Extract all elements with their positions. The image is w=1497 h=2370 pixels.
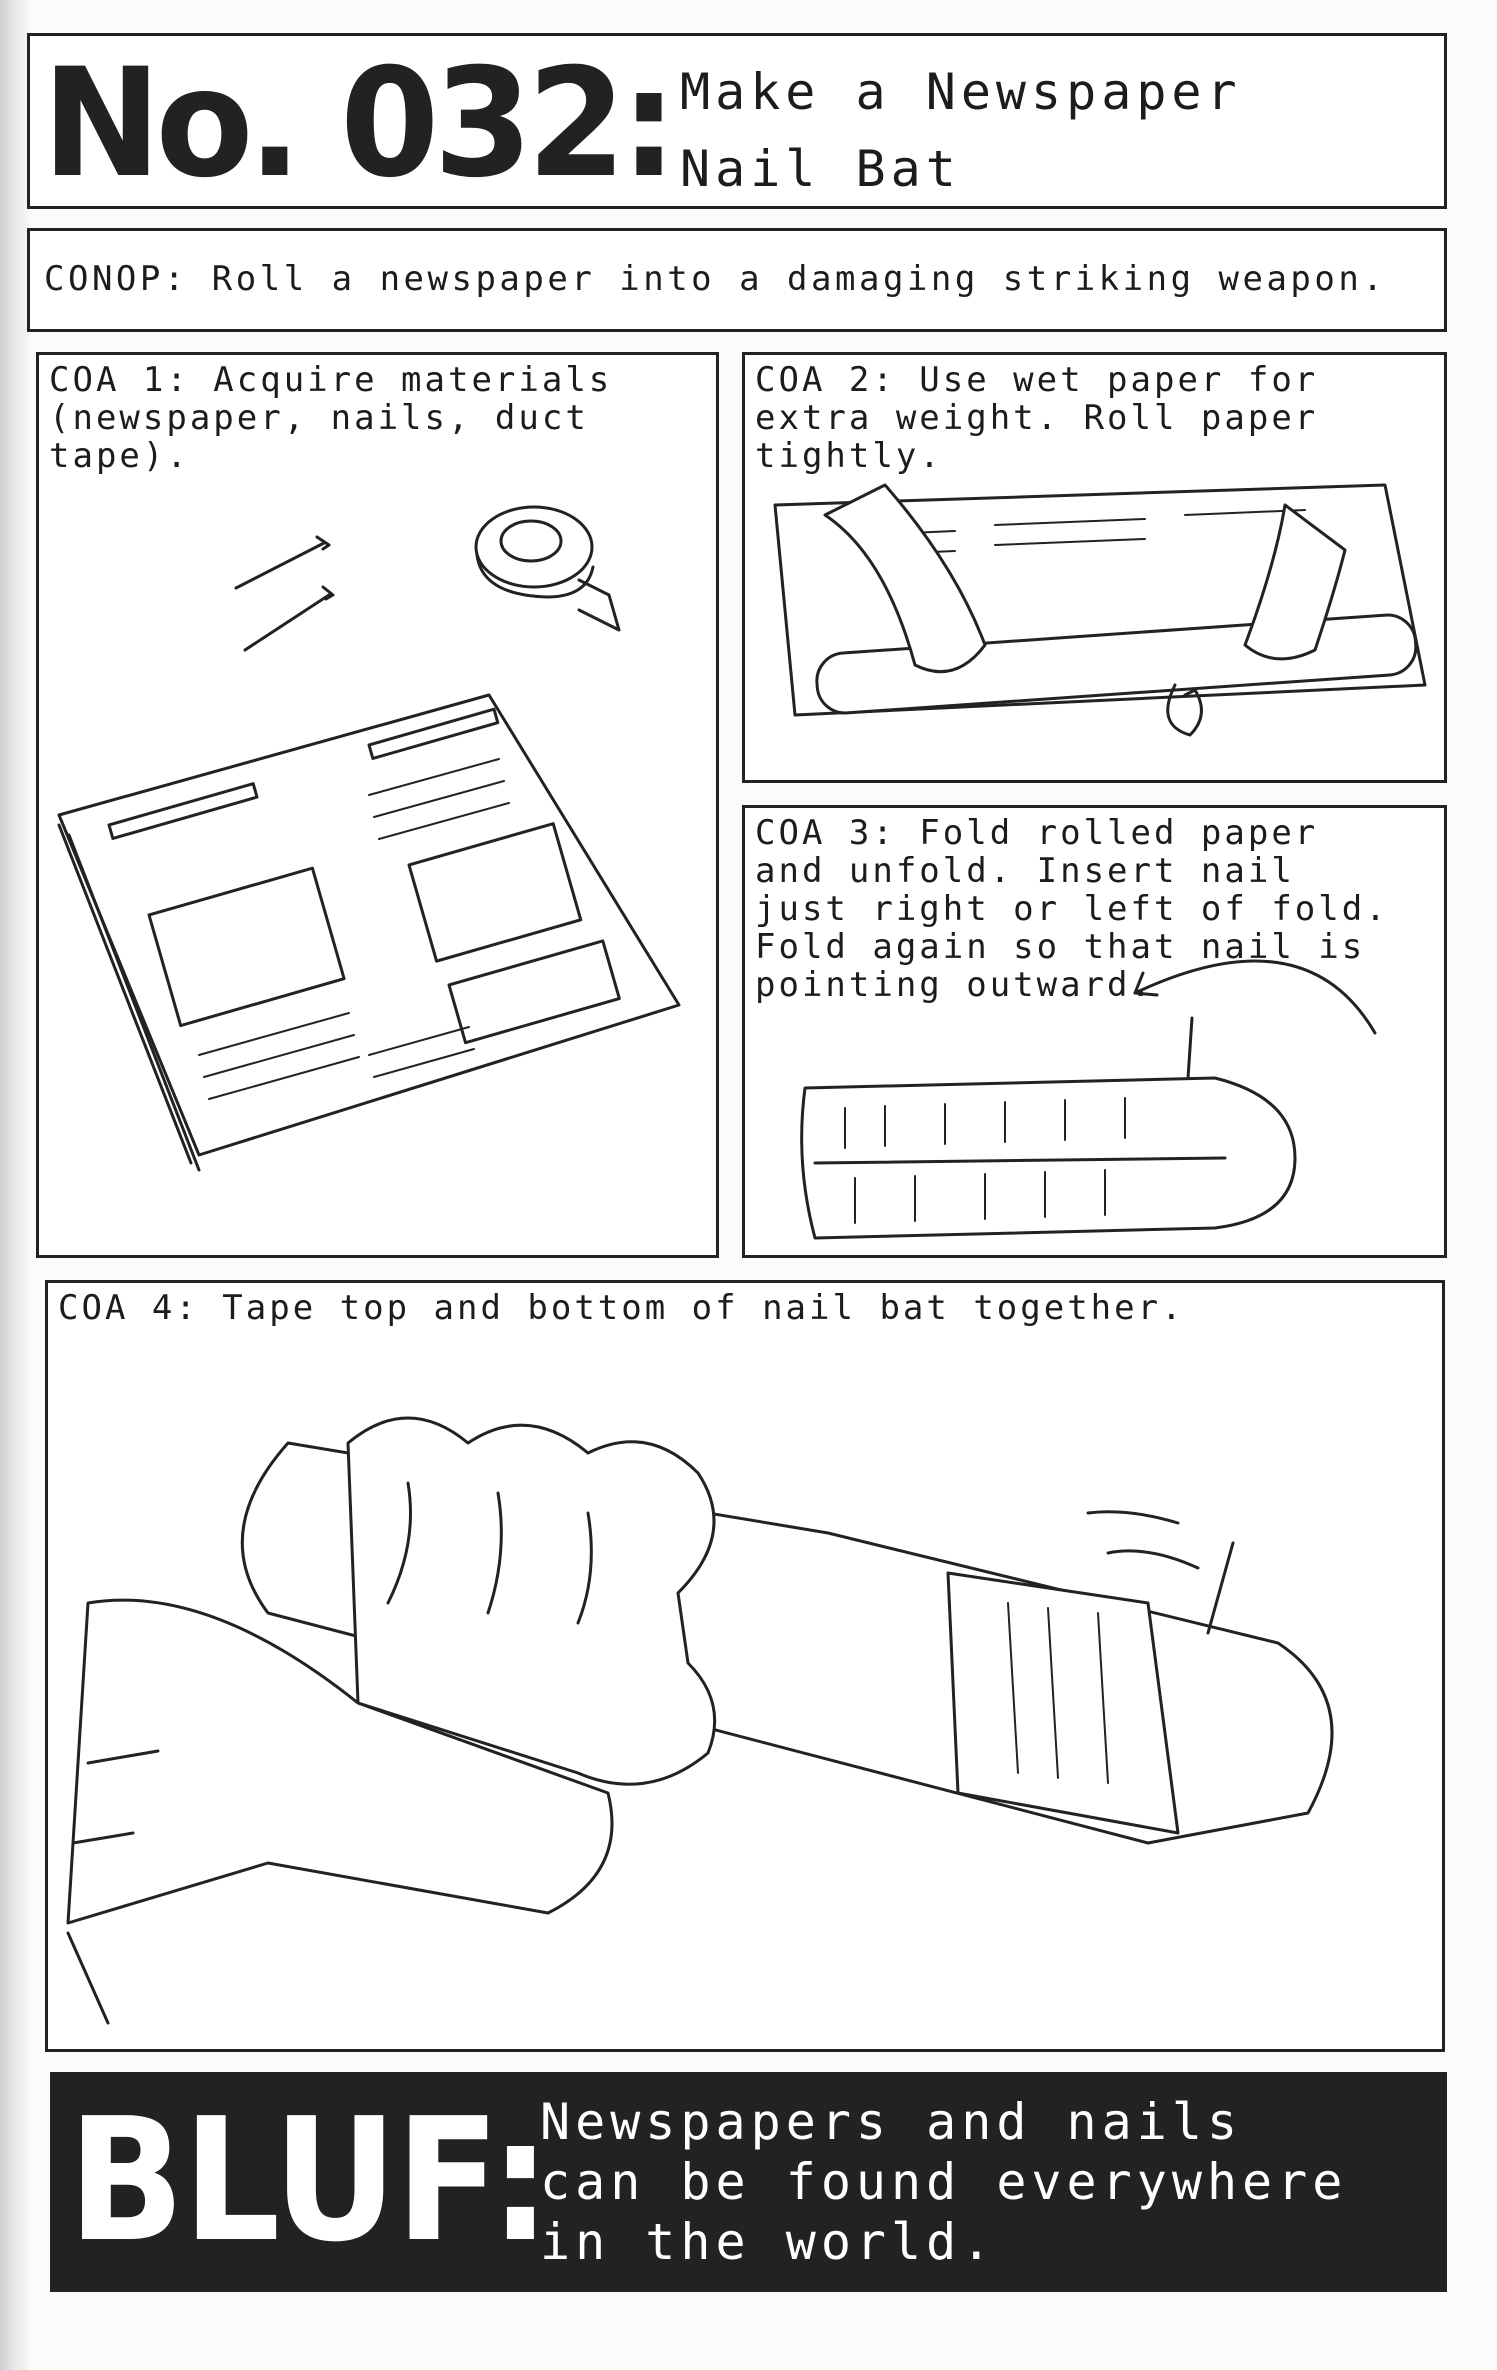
nails-icon [234,535,335,652]
bluf-text: Newspapers and nails can be found everyw… [540,2093,1348,2271]
duct-tape-icon [474,505,621,632]
panel-coa-3: COA 3: Fold rolled paper and unfold. Ins… [742,805,1447,1258]
fist-holding-bat-icon [66,1416,1334,2025]
page-edge [0,0,30,2370]
title-box: No. 032: Make a Newspaper Nail Bat [27,33,1447,211]
bluf-label: BLUF: [68,2082,551,2280]
bluf-box: BLUF: Newspapers and nails can be found … [50,2072,1447,2292]
folded-roll-icon [800,959,1377,1240]
item-number: No. 032: [42,37,677,211]
conop-text: CONOP: Roll a newspaper into a damaging … [44,259,1387,299]
page-title: Make a Newspaper Nail Bat [680,63,1242,198]
panel-coa-1: COA 1: Acquire materials (newspaper, nai… [36,352,719,1258]
panel-caption: COA 3: Fold rolled paper and unfold. Ins… [755,813,1389,1005]
rolling-hands-icon [773,483,1427,737]
panel-caption: COA 1: Acquire materials (newspaper, nai… [49,360,613,476]
panel-coa-2: COA 2: Use wet paper for extra weight. R… [742,352,1447,783]
conop-box: CONOP: Roll a newspaper into a damaging … [27,228,1447,332]
materials-illustration [57,505,681,1172]
newspaper-icon [57,693,681,1172]
curved-arrow-icon [1133,959,1377,1035]
panel-caption: COA 4: Tape top and bottom of nail bat t… [58,1288,1185,1328]
panel-caption: COA 2: Use wet paper for extra weight. R… [755,360,1319,476]
panel-coa-4: COA 4: Tape top and bottom of nail bat t… [45,1280,1445,2052]
